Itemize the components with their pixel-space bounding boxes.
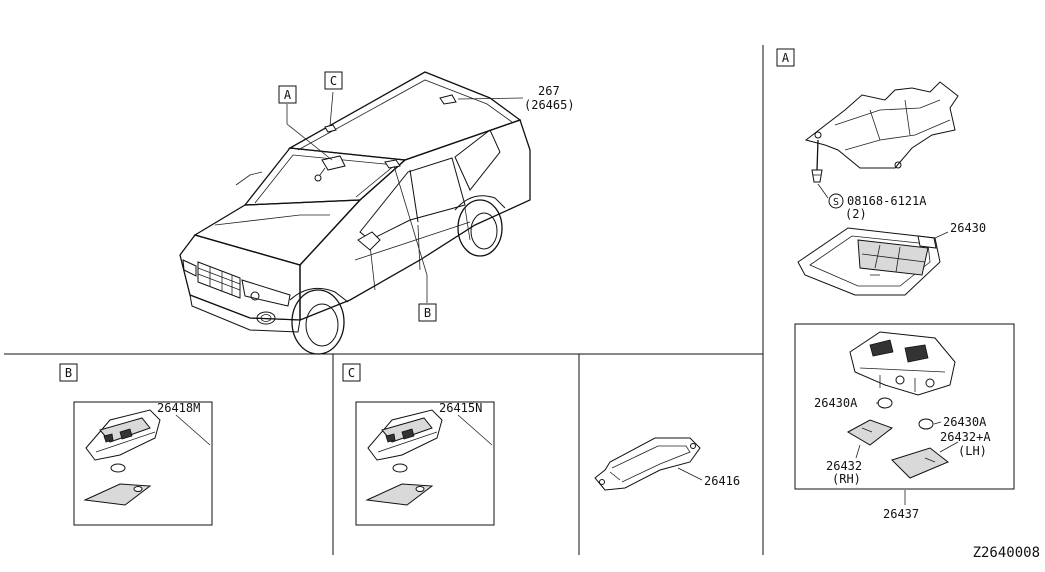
leader-26418m [175,414,211,446]
part-label-26430a-left: 26430A [814,396,858,410]
leader-26430 [934,231,949,239]
panel-dividers [4,45,764,555]
room-lamp-26415n [365,409,443,506]
leader-26432a [939,441,959,453]
part-box-26415n [355,401,495,526]
part-label-26432a-lh: (LH) [958,444,987,458]
part-label-26416: 26416 [704,474,740,488]
bulb-right-icon [918,418,942,430]
section-c-header: C [342,363,361,382]
vehicle-illustration [179,71,531,355]
leader-26416 [677,467,703,481]
callout-b-letter: B [424,306,431,320]
callout-c: C [324,71,343,90]
section-b-letter: B [65,366,72,380]
part-box-26418m [73,401,213,526]
part-label-26430: 26430 [950,221,986,235]
callout-a-letter: A [284,88,292,102]
bolt-symbol-letter: S [833,197,839,208]
callout-b: B [418,303,437,322]
document-number: Z2640008 [973,545,1040,561]
part-label-26437: 26437 [883,507,919,521]
roof-bracket [804,81,959,169]
section-a-letter: A [782,51,790,65]
part-label-267: 267 [538,84,560,98]
part-label-26432a: 26432+A [940,430,991,444]
assembly-box-26437 [794,323,1015,490]
part-label-08168-6121a: 08168-6121A [847,194,927,208]
part-label-26418m: 26418M [157,401,200,415]
section-c-letter: C [348,366,355,380]
lamp-bracket-26416 [594,437,701,491]
callout-c-letter: C [330,74,337,88]
part-label-26465: (26465) [524,98,575,112]
leader-26415n [457,414,493,446]
part-label-26432: 26432 [826,459,862,473]
overview-leader-lines [286,91,524,303]
part-label-26430a-right: 26430A [943,415,987,429]
section-b-header: B [59,363,78,382]
bolt-symbol-icon: S [828,193,844,209]
lens-rh [846,419,894,446]
screw-leader [817,183,829,199]
lens-lh [891,447,949,479]
part-label-26415n: 26415N [439,401,482,415]
callout-a: A [278,85,297,104]
leader-26432 [855,444,861,459]
console-frame-26430 [797,227,941,296]
bulb-left-icon [876,397,893,409]
section-a-header: A [776,48,795,67]
screw-icon [811,139,823,183]
part-label-08168-qty: (2) [845,207,867,221]
room-lamp-26418m [83,409,161,506]
part-label-26432-rh: (RH) [832,472,861,486]
map-lamp-housing [849,331,956,396]
